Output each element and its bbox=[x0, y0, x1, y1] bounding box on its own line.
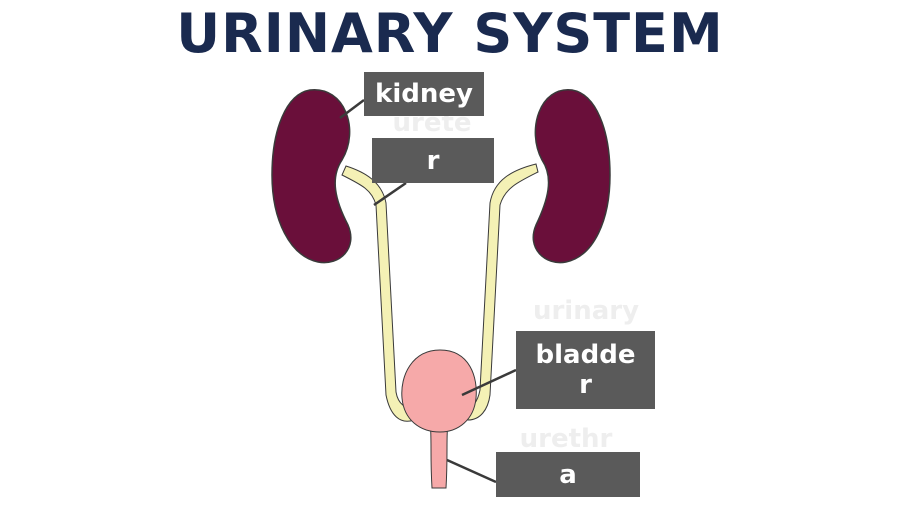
urethra-pointer-line bbox=[446, 458, 497, 484]
kidney-pointer-line bbox=[339, 99, 365, 119]
ureter-label-text: r bbox=[426, 145, 440, 176]
kidney-label: kidney bbox=[364, 72, 484, 116]
bladder-label-line1: bladde bbox=[535, 340, 636, 370]
bladder-label: bladde r bbox=[516, 331, 655, 409]
left-kidney bbox=[271, 89, 352, 264]
urethra-label: a bbox=[496, 452, 640, 497]
ureter-label: r bbox=[372, 138, 494, 183]
kidney-label-text: kidney bbox=[375, 79, 473, 109]
right-kidney bbox=[532, 89, 611, 264]
urethra-label-text: a bbox=[559, 459, 577, 490]
ureter-pointer-line bbox=[373, 181, 407, 207]
urethra bbox=[429, 419, 449, 489]
bladder-label-line2: r bbox=[579, 370, 592, 400]
page-title: URINARY SYSTEM bbox=[176, 2, 724, 65]
bladder-pointer-line bbox=[461, 368, 517, 397]
urinary-bladder bbox=[401, 349, 477, 433]
bladder-ghost-label: urinary bbox=[532, 296, 640, 326]
urethra-ghost-label: urethr bbox=[519, 424, 613, 454]
